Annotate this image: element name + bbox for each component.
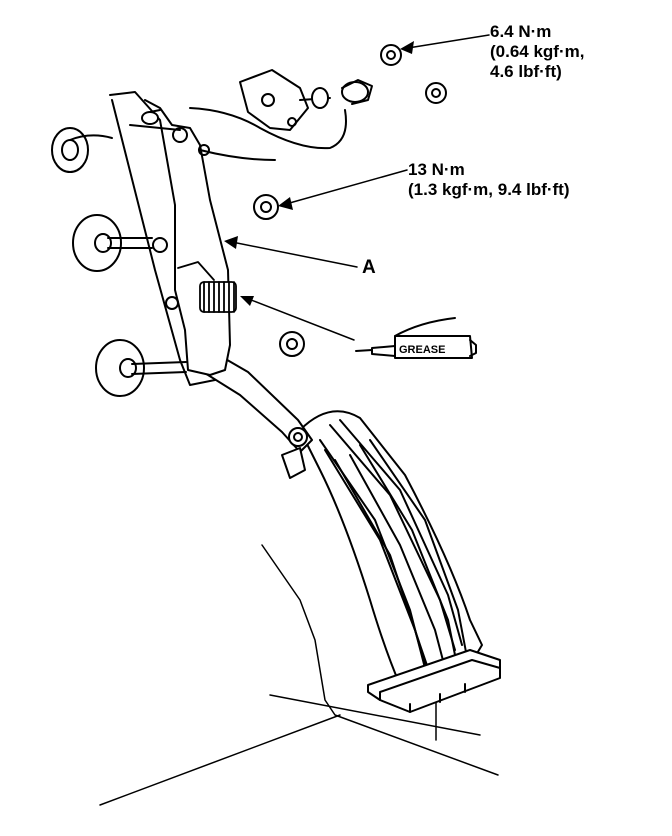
torque-large-line2: (1.3 kgf·m, 9.4 lbf·ft) — [408, 180, 570, 199]
arrow-torque-large — [278, 197, 293, 210]
nut-top-right — [425, 82, 447, 104]
upper-bracket — [129, 69, 373, 161]
nut-top-left — [380, 44, 402, 66]
torque-spec-large-nut: 13 N·m (1.3 kgf·m, 9.4 lbf·ft) — [408, 160, 570, 200]
torque-small-line1: 6.4 N·m — [490, 22, 552, 41]
grease-tube-icon — [355, 317, 477, 359]
grease-label: GREASE — [399, 344, 445, 356]
leader-part-a — [231, 241, 358, 268]
torque-large-line1: 13 N·m — [408, 160, 465, 179]
return-spring — [177, 261, 237, 313]
torque-spec-small-nut: 6.4 N·m (0.64 kgf·m, 4.6 lbf·ft) — [490, 22, 584, 82]
grommet-lower — [95, 339, 187, 397]
grommet-middle — [72, 214, 153, 272]
part-label-a: A — [362, 257, 376, 278]
nut-lower — [279, 331, 305, 357]
arrow-grease — [240, 296, 254, 306]
floor-lines — [99, 544, 499, 806]
nut-middle — [253, 194, 279, 220]
arrow-torque-small — [400, 41, 414, 54]
pedal-pad — [299, 410, 501, 713]
leader-torque-small — [407, 34, 490, 49]
torque-small-line2: (0.64 kgf·m, — [490, 42, 585, 61]
grommet-top — [51, 127, 113, 173]
torque-small-line3: 4.6 lbf·ft) — [490, 62, 562, 81]
arrow-part-a — [224, 236, 238, 249]
leader-grease — [245, 297, 355, 341]
leader-torque-large — [285, 169, 408, 205]
bolt-upper-left — [141, 109, 161, 125]
